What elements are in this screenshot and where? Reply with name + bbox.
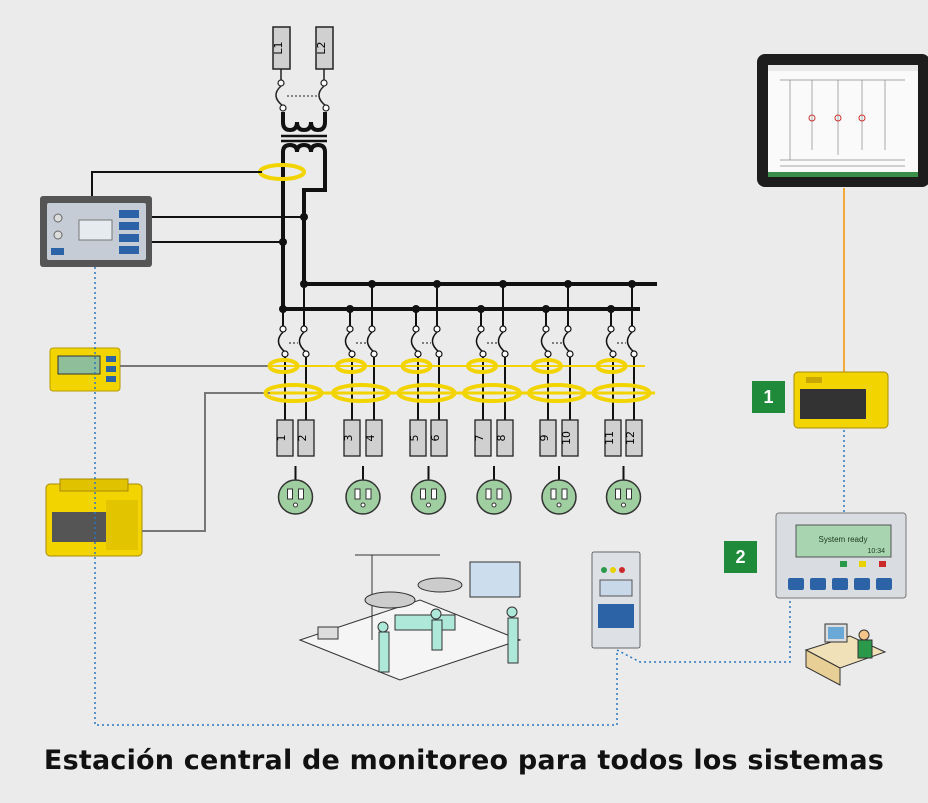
circuit-label: 2: [296, 435, 309, 442]
branch-sensor-rings: [270, 365, 655, 395]
insulation-monitor-device: [40, 196, 152, 267]
busbars: [281, 282, 657, 311]
circuit-label: 10: [560, 431, 573, 445]
badge-1: 1: [752, 381, 785, 413]
circuit-fuse: [365, 419, 383, 457]
supply-fuses: L1 L2: [272, 26, 334, 112]
panel-status: System ready: [819, 535, 868, 544]
outlet-icon: [605, 479, 642, 515]
outlet-icon: [410, 479, 447, 515]
badge-2: 2: [724, 541, 757, 573]
operator-workstation-icon: [804, 623, 887, 686]
circuit-fuse: [297, 419, 315, 457]
diagram-title: Estación central de monitoreo para todos…: [43, 745, 885, 776]
tablet-display: [757, 54, 928, 187]
yellow-din-module-left: [45, 478, 143, 557]
circuit-fuse: [539, 419, 557, 457]
circuit-fuse: [343, 419, 361, 457]
outlet-icon: [345, 479, 381, 515]
circuit-label: 6: [429, 435, 442, 442]
circuit-fuse: [409, 419, 427, 457]
circuit-fuse: [561, 419, 579, 457]
circuit-label: 4: [364, 435, 377, 442]
circuit-label: 11: [603, 431, 616, 445]
circuit-label: 5: [408, 435, 421, 442]
circuit-label: 7: [473, 435, 486, 442]
circuit-fuse: [276, 419, 294, 457]
circuit-fuse: [430, 419, 448, 457]
branch-pair: 11 12: [591, 284, 652, 515]
control-panel: System ready 10:34: [775, 512, 907, 599]
circuit-label: 3: [342, 435, 355, 442]
label-l2: L2: [315, 41, 328, 54]
circuit-label: 12: [624, 431, 637, 445]
yellow-din-module-right: [793, 371, 889, 429]
outlet-icon: [277, 479, 314, 515]
circuit-fuse: [474, 419, 492, 457]
outlet-icon: [476, 479, 512, 515]
label-l1: L1: [272, 41, 285, 54]
circuit-fuse: [625, 419, 643, 457]
transformer: [281, 112, 327, 286]
remote-alarm-panel: [591, 551, 641, 649]
circuit-label: 8: [495, 435, 508, 442]
comm-bus: [94, 267, 845, 726]
circuit-fuse: [496, 419, 514, 457]
yellow-display-module: [49, 347, 121, 392]
outlet-icon: [541, 479, 577, 515]
circuit-label: 1: [275, 435, 288, 442]
operating-room-illustration: [298, 554, 522, 681]
branch-pair: 9 10: [527, 284, 587, 515]
circuit-label: 9: [538, 435, 551, 442]
circuit-fuse: [604, 419, 622, 457]
panel-time: 10:34: [867, 548, 885, 555]
